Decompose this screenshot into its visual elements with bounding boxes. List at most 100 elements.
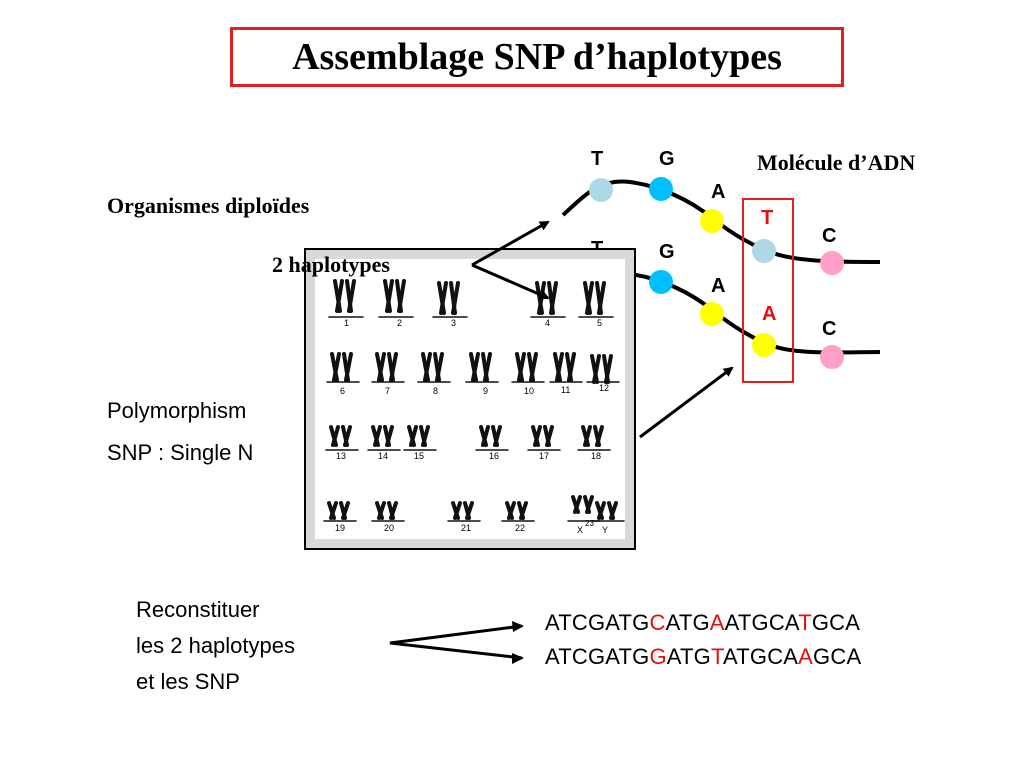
title-box: Assemblage SNP d’haplotypes [230, 27, 844, 87]
chromosome-shape [373, 425, 382, 447]
chromosome-x-label: X [577, 525, 583, 535]
strand1-base-3-dot [700, 209, 724, 233]
chromosome-shape [344, 352, 353, 382]
reconstituer-line-1: Reconstituer [136, 597, 260, 622]
chromosome-shape [451, 281, 460, 315]
chromosome-10-label: 10 [524, 386, 534, 396]
seq2-part1: ATCGATG [545, 644, 650, 669]
snp-definition-text: SNP : Single N [107, 440, 254, 465]
chromosome-shape [555, 352, 564, 382]
chromosome-shape [389, 501, 398, 520]
chromosome-shape [397, 279, 406, 313]
chromosome-shape [409, 425, 418, 447]
seq1-snp1: C [649, 610, 666, 635]
chromosome-15-label: 15 [414, 451, 424, 461]
haplotypes-label: 2 haplotypes [272, 252, 390, 277]
chromosome-shape [597, 281, 606, 315]
chromosome-shape [332, 352, 341, 382]
chromosome-shape [483, 352, 492, 382]
chromosome-19-label: 19 [335, 523, 345, 533]
seq2-snp2: T [711, 644, 724, 669]
chromosome-shape [545, 425, 554, 447]
chromosome-shape [341, 501, 350, 520]
chromosome-shape [592, 354, 601, 384]
strand2-base-4-dot [752, 333, 776, 357]
organismes-label: Organismes diploïdes [107, 193, 310, 218]
chromosome-9-label: 9 [483, 386, 488, 396]
chromosome-22-label: 22 [515, 523, 525, 533]
karyotype-panel: 1 2 3 4 5 6 7 8 9 10 11 12 13 14 15 16 1… [315, 259, 625, 539]
chromosome-2-label: 2 [397, 318, 402, 328]
strand2-base-2-dot [649, 270, 673, 294]
chromosome-shape [385, 425, 394, 447]
haplotype-sequence-2: ATCGATGGATGTATGCAAGCA [545, 644, 861, 670]
reconstituer-line-3: et les SNP [136, 669, 240, 694]
chromosome-shape [439, 281, 448, 315]
karyotype-image: 1 2 3 4 5 6 7 8 9 10 11 12 13 14 15 16 1… [304, 248, 636, 550]
strand2-base-5-letter: C [822, 318, 836, 340]
chromosome-shape [597, 501, 606, 520]
chromosome-shape [435, 352, 444, 382]
chromosome-21-label: 21 [461, 523, 471, 533]
chromosome-shape [465, 501, 474, 520]
chromosome-shape [343, 425, 352, 447]
strand1-base-5-letter: C [822, 225, 836, 247]
chromosome-shape [329, 501, 338, 520]
chromosome-12-label: 12 [599, 383, 609, 393]
chromosome-shape [529, 352, 538, 382]
chromosome-1-label: 1 [344, 318, 349, 328]
strand1-base-3-letter: A [711, 181, 725, 203]
chromosome-16-label: 16 [489, 451, 499, 461]
strand1-base-2-dot [649, 177, 673, 201]
chromosome-11-label: 11 [561, 385, 570, 395]
chromosome-shape [389, 352, 398, 382]
strand2-base-3-letter: A [711, 275, 725, 297]
chromosome-shape [331, 425, 340, 447]
chromosome-shape [567, 352, 576, 382]
seq1-part4: GCA [811, 610, 861, 635]
chromosome-shape [517, 352, 526, 382]
chromosome-shape [595, 425, 604, 447]
chromosome-shape [335, 279, 344, 313]
strand1-base-1-letter: T [591, 148, 603, 170]
chromosome-shape [519, 501, 528, 520]
seq2-part3: ATGCA [723, 644, 799, 669]
chromosome-18-label: 18 [591, 451, 601, 461]
chromosome-shape [573, 495, 582, 514]
seq1-snp3: T [798, 610, 812, 635]
chromosome-shape [385, 279, 394, 313]
chromosome-shape [507, 501, 516, 520]
seq2-snp1: G [649, 644, 667, 669]
strand1-base-5-dot [820, 251, 844, 275]
chromosome-shape [585, 495, 594, 514]
seq1-snp2: A [709, 610, 725, 635]
chromosome-shape [421, 425, 430, 447]
snp-highlight-box [742, 198, 794, 383]
chromosome-shape [585, 281, 594, 315]
chromosome-shape [377, 501, 386, 520]
strand1-base-2-letter: G [659, 148, 675, 170]
reconstituer-text: Reconstituer les 2 haplotypes et les SNP [136, 592, 295, 700]
chromosome-20-label: 20 [384, 523, 394, 533]
strand2-base-5-dot [820, 345, 844, 369]
haplotype-sequence-1: ATCGATGCATGAATGCATGCA [545, 610, 860, 636]
chromosome-x-superscript: 23 [585, 519, 594, 528]
page-title: Assemblage SNP d’haplotypes [292, 36, 782, 78]
strand1-base-4-dot [752, 239, 776, 263]
seq2-part2: ATG [666, 644, 711, 669]
seq2-snp3: A [798, 644, 814, 669]
seq1-part3: ATGCA [724, 610, 799, 635]
karyotype-chromosomes: 1 2 3 4 5 6 7 8 9 10 11 12 13 14 15 16 1… [323, 279, 625, 535]
chromosome-shape [533, 425, 542, 447]
seq2-part4: GCA [813, 644, 862, 669]
reconstituer-line-2: les 2 haplotypes [136, 633, 295, 658]
seq1-part2: ATG [665, 610, 710, 635]
strand2-base-4-letter: A [762, 303, 776, 325]
chromosome-shape [423, 352, 432, 382]
chromosome-shape [377, 352, 386, 382]
chromosome-shape [549, 281, 558, 315]
chromosome-4-label: 4 [545, 318, 550, 328]
chromosome-shape [493, 425, 502, 447]
strand2-base-2-letter: G [659, 241, 675, 263]
chromosome-shape [604, 354, 613, 384]
